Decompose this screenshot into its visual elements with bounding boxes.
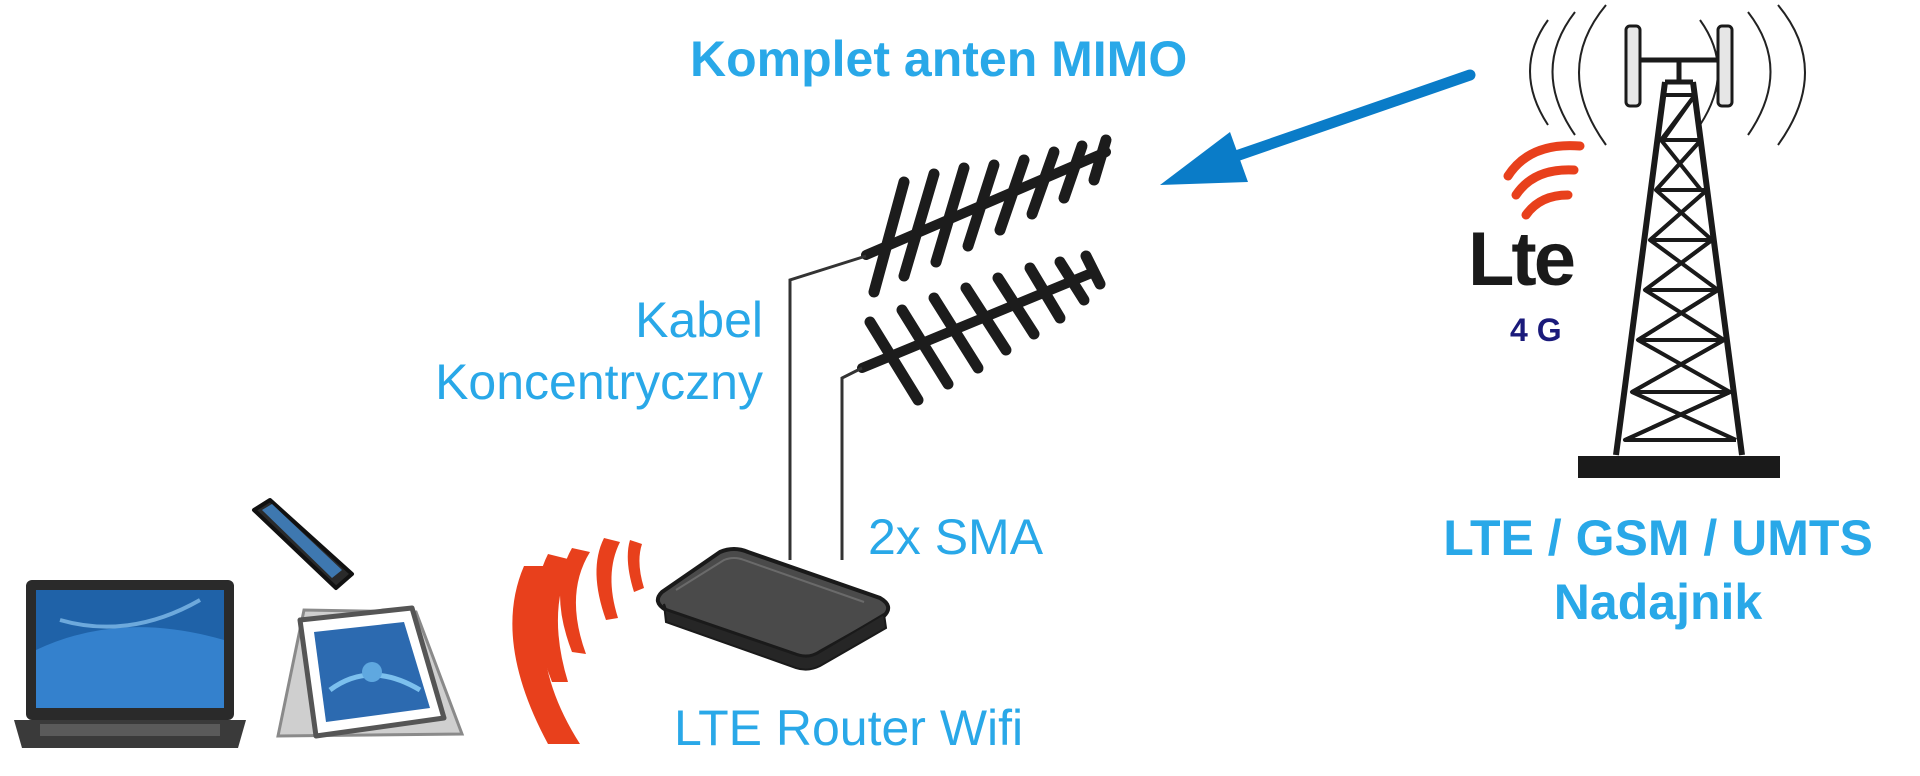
transmitter-label-line2: Nadajnik [1553, 574, 1763, 630]
lte-logo: Lte [1468, 222, 1576, 298]
router-label: LTE Router Wifi [674, 700, 1024, 756]
yagi-antenna-icon [857, 250, 1106, 406]
arrow-left-icon [1160, 69, 1476, 185]
tower-wave-icon [1529, 4, 1806, 146]
cell-tower-icon [1578, 24, 1780, 478]
smartphone-icon [252, 498, 354, 590]
sma-label: 2x SMA [868, 509, 1044, 565]
laptop-icon [14, 580, 246, 748]
transmitter-label-line1: LTE / GSM / UMTS [1443, 510, 1873, 566]
cable-label-line1: Kabel [635, 292, 763, 348]
wifi-router-icon [655, 547, 891, 671]
lte-signal-icon [1503, 141, 1585, 220]
mimo-antenna-label: Komplet anten MIMO [690, 31, 1188, 87]
cable-label-line2: Koncentryczny [435, 354, 763, 410]
wifi-signal-icon [512, 538, 644, 744]
coaxial-cable [788, 254, 867, 560]
yagi-antenna-icon [861, 134, 1112, 298]
tablet-icon [276, 605, 465, 739]
lte-logo-text: Lte [1468, 217, 1576, 302]
lte-4g-text: 4 G [1510, 312, 1562, 348]
